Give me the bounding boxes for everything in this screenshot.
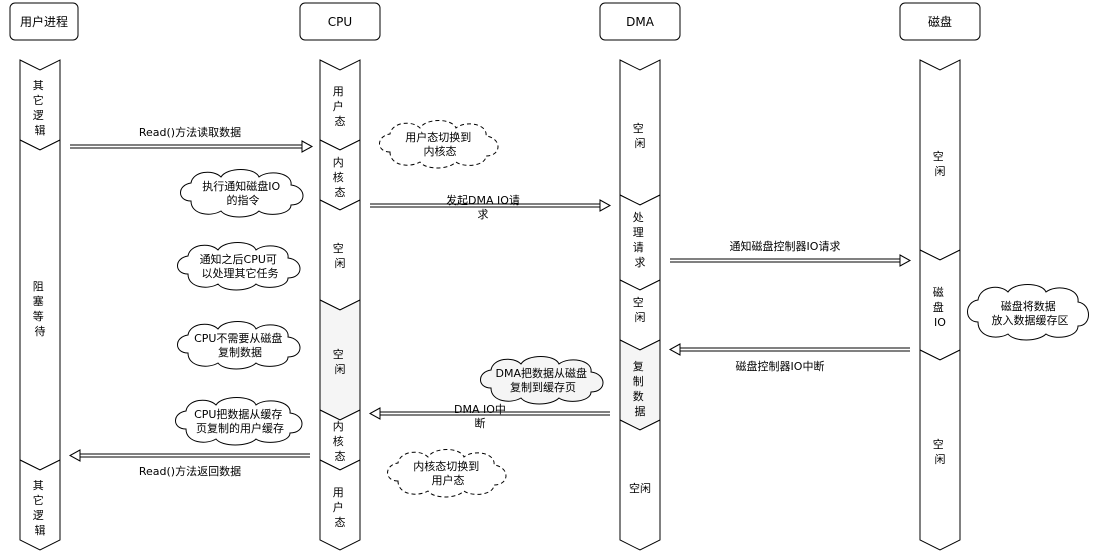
svg-text:CPU把数据从缓存 页复制的用户缓存: CPU把数据从缓存 页复制的用户缓存: [194, 407, 286, 435]
svg-text:磁盘将数据 放入数据缓存区: 磁盘将数据 放入数据缓存区: [992, 299, 1069, 327]
svg-text:用户态切换到 内核态: 用户态切换到 内核态: [405, 130, 475, 158]
cpu-seg-user-mode-2: [319, 459, 361, 551]
disk-seg-idle-2: [919, 349, 961, 551]
arrow-dma-request: 发起DMA IO请 求: [370, 193, 612, 221]
svg-text:磁盘控制器IO中断: 磁盘控制器IO中断: [736, 359, 825, 373]
svg-text:执行通知磁盘IO 的指令: 执行通知磁盘IO 的指令: [202, 179, 283, 207]
dma-seg2-text: 处 理 请 求: [633, 211, 648, 269]
svg-text:用户进程: 用户进程: [20, 14, 68, 29]
svg-text:Read()方法返回数据: Read()方法返回数据: [139, 464, 241, 478]
disk-seg1-text: 空 闲: [933, 149, 948, 178]
dma-seg5-text: 空闲: [629, 481, 651, 495]
arrow-disk-interrupt: 磁盘控制器IO中断: [668, 343, 910, 373]
svg-text:DMA IO中: DMA IO中: [454, 403, 506, 416]
cloud-cpu-copy: CPU把数据从缓存 页复制的用户缓存: [175, 397, 303, 446]
cloud-dma-copy: DMA把数据从磁盘 复制到缓存页: [480, 356, 604, 405]
dma-seg4-text: 复 制 数 据: [633, 359, 648, 418]
dma-seg1-text: 空 闲: [633, 121, 648, 150]
svg-text:DMA把数据从磁盘 复制到缓存页: DMA把数据从磁盘 复制到缓存页: [496, 366, 591, 394]
dma-seg-idle-3: [619, 419, 661, 551]
svg-text:Read()方法读取数据: Read()方法读取数据: [139, 125, 241, 139]
svg-text:DMA: DMA: [626, 15, 655, 29]
arrow-read-return: Read()方法返回数据: [68, 449, 310, 478]
svg-text:通知磁盘控制器IO请求: 通知磁盘控制器IO请求: [730, 239, 841, 253]
header-user-process: 用户进程: [9, 2, 79, 41]
header-dma: DMA: [599, 2, 681, 41]
disk-seg2-text: 磁 盘 IO: [933, 286, 948, 329]
user-seg1-text: 其 它 逻 辑: [33, 79, 48, 137]
cpu-seg6-text: 用 户 态: [333, 486, 348, 529]
cpu-lane: 用 户 态 内 核 态 空 闲 空 闲 内 核 态 用 户 态: [319, 59, 361, 551]
disk-lane: 空 闲 磁 盘 IO 空 闲: [919, 59, 961, 551]
svg-text:发起DMA IO请: 发起DMA IO请: [446, 193, 520, 207]
cloud-cpu-free: 通知之后CPU可 以处理其它任务: [177, 242, 301, 291]
svg-text:求: 求: [478, 208, 489, 221]
dma-lane: 空 闲 处 理 请 求 空 闲 复 制 数 据 空闲: [619, 59, 661, 551]
svg-text:内核态切换到 用户态: 内核态切换到 用户态: [413, 459, 483, 487]
header-cpu: CPU: [299, 2, 381, 41]
cpu-seg3-text: 空 闲: [333, 241, 348, 270]
user-lane: 其 它 逻 辑 阻 塞 等 待 其 它 逻 辑: [19, 59, 61, 551]
cpu-seg1-text: 用 户 态: [333, 85, 348, 128]
svg-text:通知之后CPU可 以处理其它任务: 通知之后CPU可 以处理其它任务: [200, 252, 281, 280]
arrow-read-call: Read()方法读取数据: [70, 125, 314, 153]
user-seg2-text: 阻 塞 等 待: [33, 280, 48, 338]
svg-text:磁盘: 磁盘: [928, 14, 952, 29]
arrow-dma-interrupt: DMA IO中 断: [368, 403, 610, 430]
cloud-kernel-to-user: 内核态切换到 用户态: [387, 449, 507, 498]
cpu-seg2-text: 内 核 态: [333, 155, 348, 199]
svg-text:CPU: CPU: [328, 15, 352, 29]
disk-seg3-text: 空 闲: [933, 437, 948, 466]
cloud-exec-notify: 执行通知磁盘IO 的指令: [180, 169, 304, 218]
cloud-cpu-no-copy: CPU不需要从磁盘 复制数据: [177, 321, 301, 370]
cloud-disk-to-cache: 磁盘将数据 放入数据缓存区: [967, 284, 1089, 341]
user-seg3-text: 其 它 逻 辑: [33, 479, 48, 537]
svg-text:CPU不需要从磁盘 复制数据: CPU不需要从磁盘 复制数据: [194, 331, 286, 359]
svg-text:断: 断: [475, 416, 486, 430]
cpu-seg-idle-1: [319, 199, 361, 311]
header-disk: 磁盘: [899, 2, 981, 41]
user-seg-other-logic-2: [19, 459, 61, 551]
cpu-seg4-text: 空 闲: [333, 347, 348, 376]
dma-seg3-text: 空 闲: [633, 295, 648, 324]
cloud-user-to-kernel: 用户态切换到 内核态: [379, 120, 499, 169]
cpu-seg5-text: 内 核 态: [333, 419, 348, 463]
arrow-notify-disk: 通知磁盘控制器IO请求: [670, 239, 912, 267]
